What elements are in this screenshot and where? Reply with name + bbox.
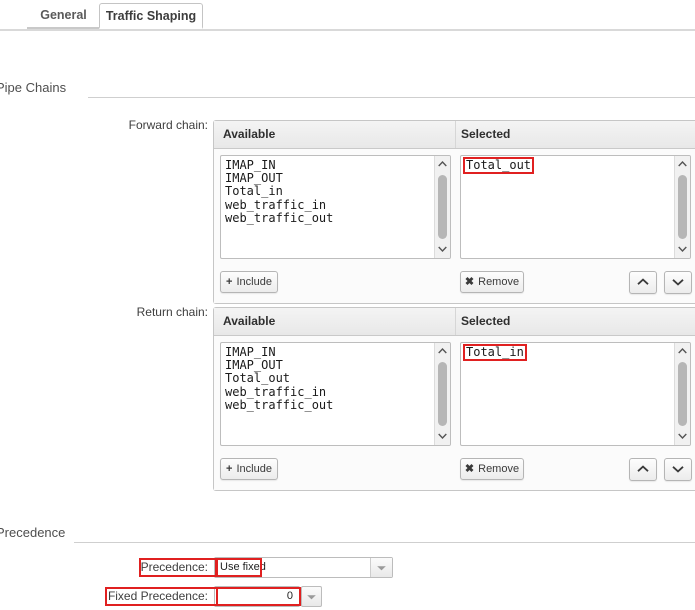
cross-icon: ✖ bbox=[464, 275, 475, 288]
precedence-value: Use fixed bbox=[220, 561, 266, 573]
fixed-precedence-dropdown-button[interactable] bbox=[301, 586, 322, 607]
forward-available-header: Available bbox=[223, 127, 276, 141]
fixed-precedence-value: 0 bbox=[286, 590, 293, 602]
pipe-chains-legend: Pipe Chains bbox=[0, 80, 73, 95]
return-chain-label: Return chain: bbox=[136, 305, 208, 319]
chevron-down-icon bbox=[377, 565, 386, 570]
forward-include-button[interactable]: + Include bbox=[220, 271, 278, 293]
chevron-up-icon bbox=[637, 277, 649, 289]
return-move-up-button[interactable] bbox=[629, 458, 657, 481]
list-item[interactable]: Total_out bbox=[462, 156, 535, 175]
list-item[interactable]: web_traffic_in bbox=[225, 197, 327, 212]
scroll-up-icon[interactable] bbox=[435, 344, 450, 359]
forward-chain-header: Available Selected bbox=[214, 121, 695, 149]
return-selected-scrollbar[interactable] bbox=[674, 343, 690, 445]
forward-header-separator bbox=[455, 121, 456, 148]
list-item[interactable]: web_traffic_out bbox=[225, 210, 334, 225]
list-item[interactable]: IMAP_OUT bbox=[225, 358, 283, 373]
return-selected-listbox[interactable]: Total_in bbox=[460, 342, 691, 446]
precedence-legend: Precedence bbox=[0, 525, 72, 540]
precedence-rule bbox=[74, 542, 695, 543]
return-available-scrollbar[interactable] bbox=[434, 343, 450, 445]
fixed-precedence-input[interactable]: 0 bbox=[214, 586, 300, 607]
list-item[interactable]: web_traffic_in bbox=[225, 384, 327, 399]
tab-bar-baseline bbox=[0, 29, 695, 31]
return-selected-header: Selected bbox=[461, 314, 511, 328]
tab-bar: General Traffic Shaping bbox=[0, 0, 695, 31]
list-item[interactable]: IMAP_IN bbox=[225, 158, 276, 172]
chevron-down-icon bbox=[672, 464, 684, 476]
scroll-up-icon[interactable] bbox=[675, 157, 690, 172]
forward-selected-scrollbar[interactable] bbox=[674, 156, 690, 258]
forward-selected-listbox[interactable]: Total_out bbox=[460, 155, 691, 259]
scroll-down-icon[interactable] bbox=[675, 429, 690, 444]
return-include-label: Include bbox=[236, 463, 272, 475]
forward-chain-label: Forward chain: bbox=[128, 118, 208, 132]
scrollbar-thumb[interactable] bbox=[678, 362, 687, 426]
list-item[interactable]: IMAP_IN bbox=[225, 345, 276, 359]
list-item[interactable]: web_traffic_out bbox=[225, 397, 334, 412]
forward-available-scrollbar[interactable] bbox=[434, 156, 450, 258]
forward-selected-header: Selected bbox=[461, 127, 511, 141]
precedence-combobox[interactable]: Use fixed bbox=[214, 557, 393, 578]
tab-traffic-shaping[interactable]: Traffic Shaping bbox=[99, 3, 203, 29]
return-available-header: Available bbox=[223, 314, 276, 328]
scroll-down-icon[interactable] bbox=[675, 242, 690, 257]
forward-move-down-button[interactable] bbox=[664, 271, 692, 294]
return-chain-header: Available Selected bbox=[214, 308, 695, 336]
plus-icon: + bbox=[226, 462, 233, 475]
return-remove-label: Remove bbox=[478, 463, 520, 475]
list-item[interactable]: Total_in bbox=[225, 184, 283, 199]
list-item[interactable]: Total_out bbox=[225, 371, 291, 386]
return-header-separator bbox=[455, 308, 456, 335]
list-item[interactable]: Total_in bbox=[463, 343, 527, 362]
return-chain-footer: + Include ✖ Remove bbox=[214, 454, 695, 490]
return-include-button[interactable]: + Include bbox=[220, 458, 278, 480]
return-selected-items[interactable]: Total_in bbox=[461, 343, 674, 362]
forward-move-up-button[interactable] bbox=[629, 271, 657, 294]
return-remove-button[interactable]: ✖ Remove bbox=[460, 458, 524, 480]
scroll-down-icon[interactable] bbox=[435, 429, 450, 444]
forward-chain-footer: + Include ✖ Remove bbox=[214, 267, 695, 303]
forward-remove-label: Remove bbox=[478, 276, 520, 288]
scroll-up-icon[interactable] bbox=[675, 344, 690, 359]
pipe-chains-rule bbox=[88, 97, 695, 98]
list-item[interactable]: IMAP_OUT bbox=[225, 171, 283, 186]
return-move-down-button[interactable] bbox=[664, 458, 692, 481]
forward-selected-items[interactable]: Total_out bbox=[461, 156, 674, 175]
scroll-up-icon[interactable] bbox=[435, 157, 450, 172]
scrollbar-thumb[interactable] bbox=[438, 362, 447, 426]
tab-general[interactable]: General bbox=[27, 3, 100, 29]
scrollbar-thumb[interactable] bbox=[678, 175, 687, 239]
fixed-precedence-label: Fixed Precedence: bbox=[107, 589, 208, 603]
plus-icon: + bbox=[226, 275, 233, 288]
scroll-down-icon[interactable] bbox=[435, 242, 450, 257]
precedence-dropdown-button[interactable] bbox=[370, 558, 392, 577]
forward-remove-button[interactable]: ✖ Remove bbox=[460, 271, 524, 293]
scrollbar-thumb[interactable] bbox=[438, 175, 447, 239]
cross-icon: ✖ bbox=[464, 462, 475, 475]
chevron-down-icon bbox=[672, 277, 684, 289]
forward-include-label: Include bbox=[236, 276, 272, 288]
precedence-field-label: Precedence: bbox=[140, 560, 208, 574]
chevron-down-icon bbox=[307, 594, 316, 599]
chevron-up-icon bbox=[637, 464, 649, 476]
